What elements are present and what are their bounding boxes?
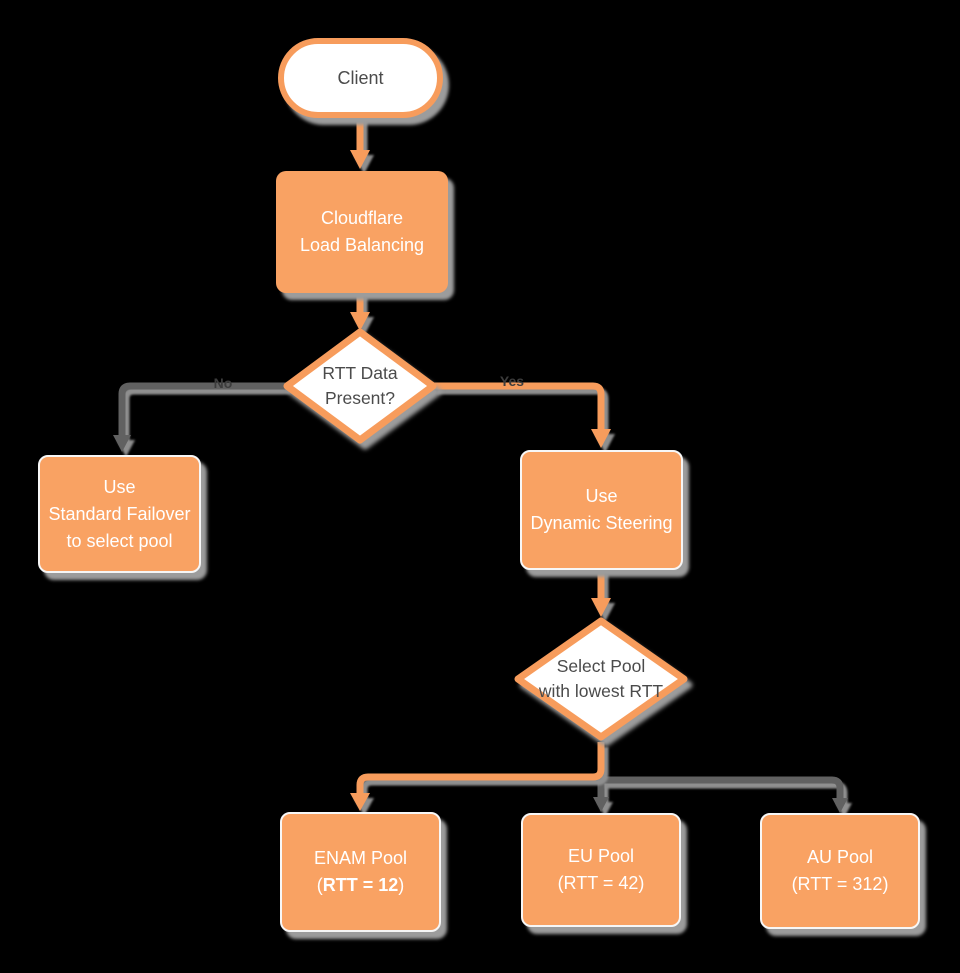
edge-yes-branch bbox=[433, 382, 611, 448]
node-load-balancing: Cloudflare Load Balancing bbox=[276, 171, 448, 293]
node-client-label: Client bbox=[337, 67, 384, 88]
node-rtt-decision: RTT Data Present? bbox=[283, 328, 437, 444]
diamond-shape bbox=[283, 328, 437, 444]
edge-steering-to-select bbox=[591, 569, 611, 617]
node-load-balancing-line2: Load Balancing bbox=[299, 235, 425, 255]
node-eu-pool: EU Pool (RTT = 42) bbox=[521, 813, 681, 927]
node-select-pool-text: Select Pool with lowest RTT bbox=[538, 655, 664, 701]
node-dynamic-steering: Use Dynamic Steering bbox=[520, 450, 683, 570]
edge-no-branch bbox=[113, 382, 287, 452]
diamond-shape bbox=[514, 617, 688, 741]
node-load-balancing-line1: Cloudflare bbox=[320, 208, 404, 228]
node-enam-pool: ENAM Pool (RTT = 12) bbox=[280, 812, 441, 932]
node-rtt-decision-text: RTT Data Present? bbox=[322, 362, 398, 408]
node-au-pool: AU Pool (RTT = 312) bbox=[760, 813, 920, 929]
edge-client-to-lb bbox=[350, 116, 370, 169]
edge-select-to-enam bbox=[350, 742, 605, 811]
node-standard-failover: Use Standard Failover to select pool bbox=[38, 455, 201, 573]
edge-lb-to-decision bbox=[350, 292, 370, 331]
node-select-pool: Select Pool with lowest RTT bbox=[514, 617, 688, 741]
node-enam-pool-rtt: (RTT = 12) bbox=[316, 875, 405, 895]
edge-label-yes: Yes bbox=[499, 373, 525, 389]
edge-select-to-au bbox=[601, 776, 848, 813]
edge-label-no: No bbox=[213, 375, 233, 391]
node-client: Client bbox=[278, 38, 443, 118]
